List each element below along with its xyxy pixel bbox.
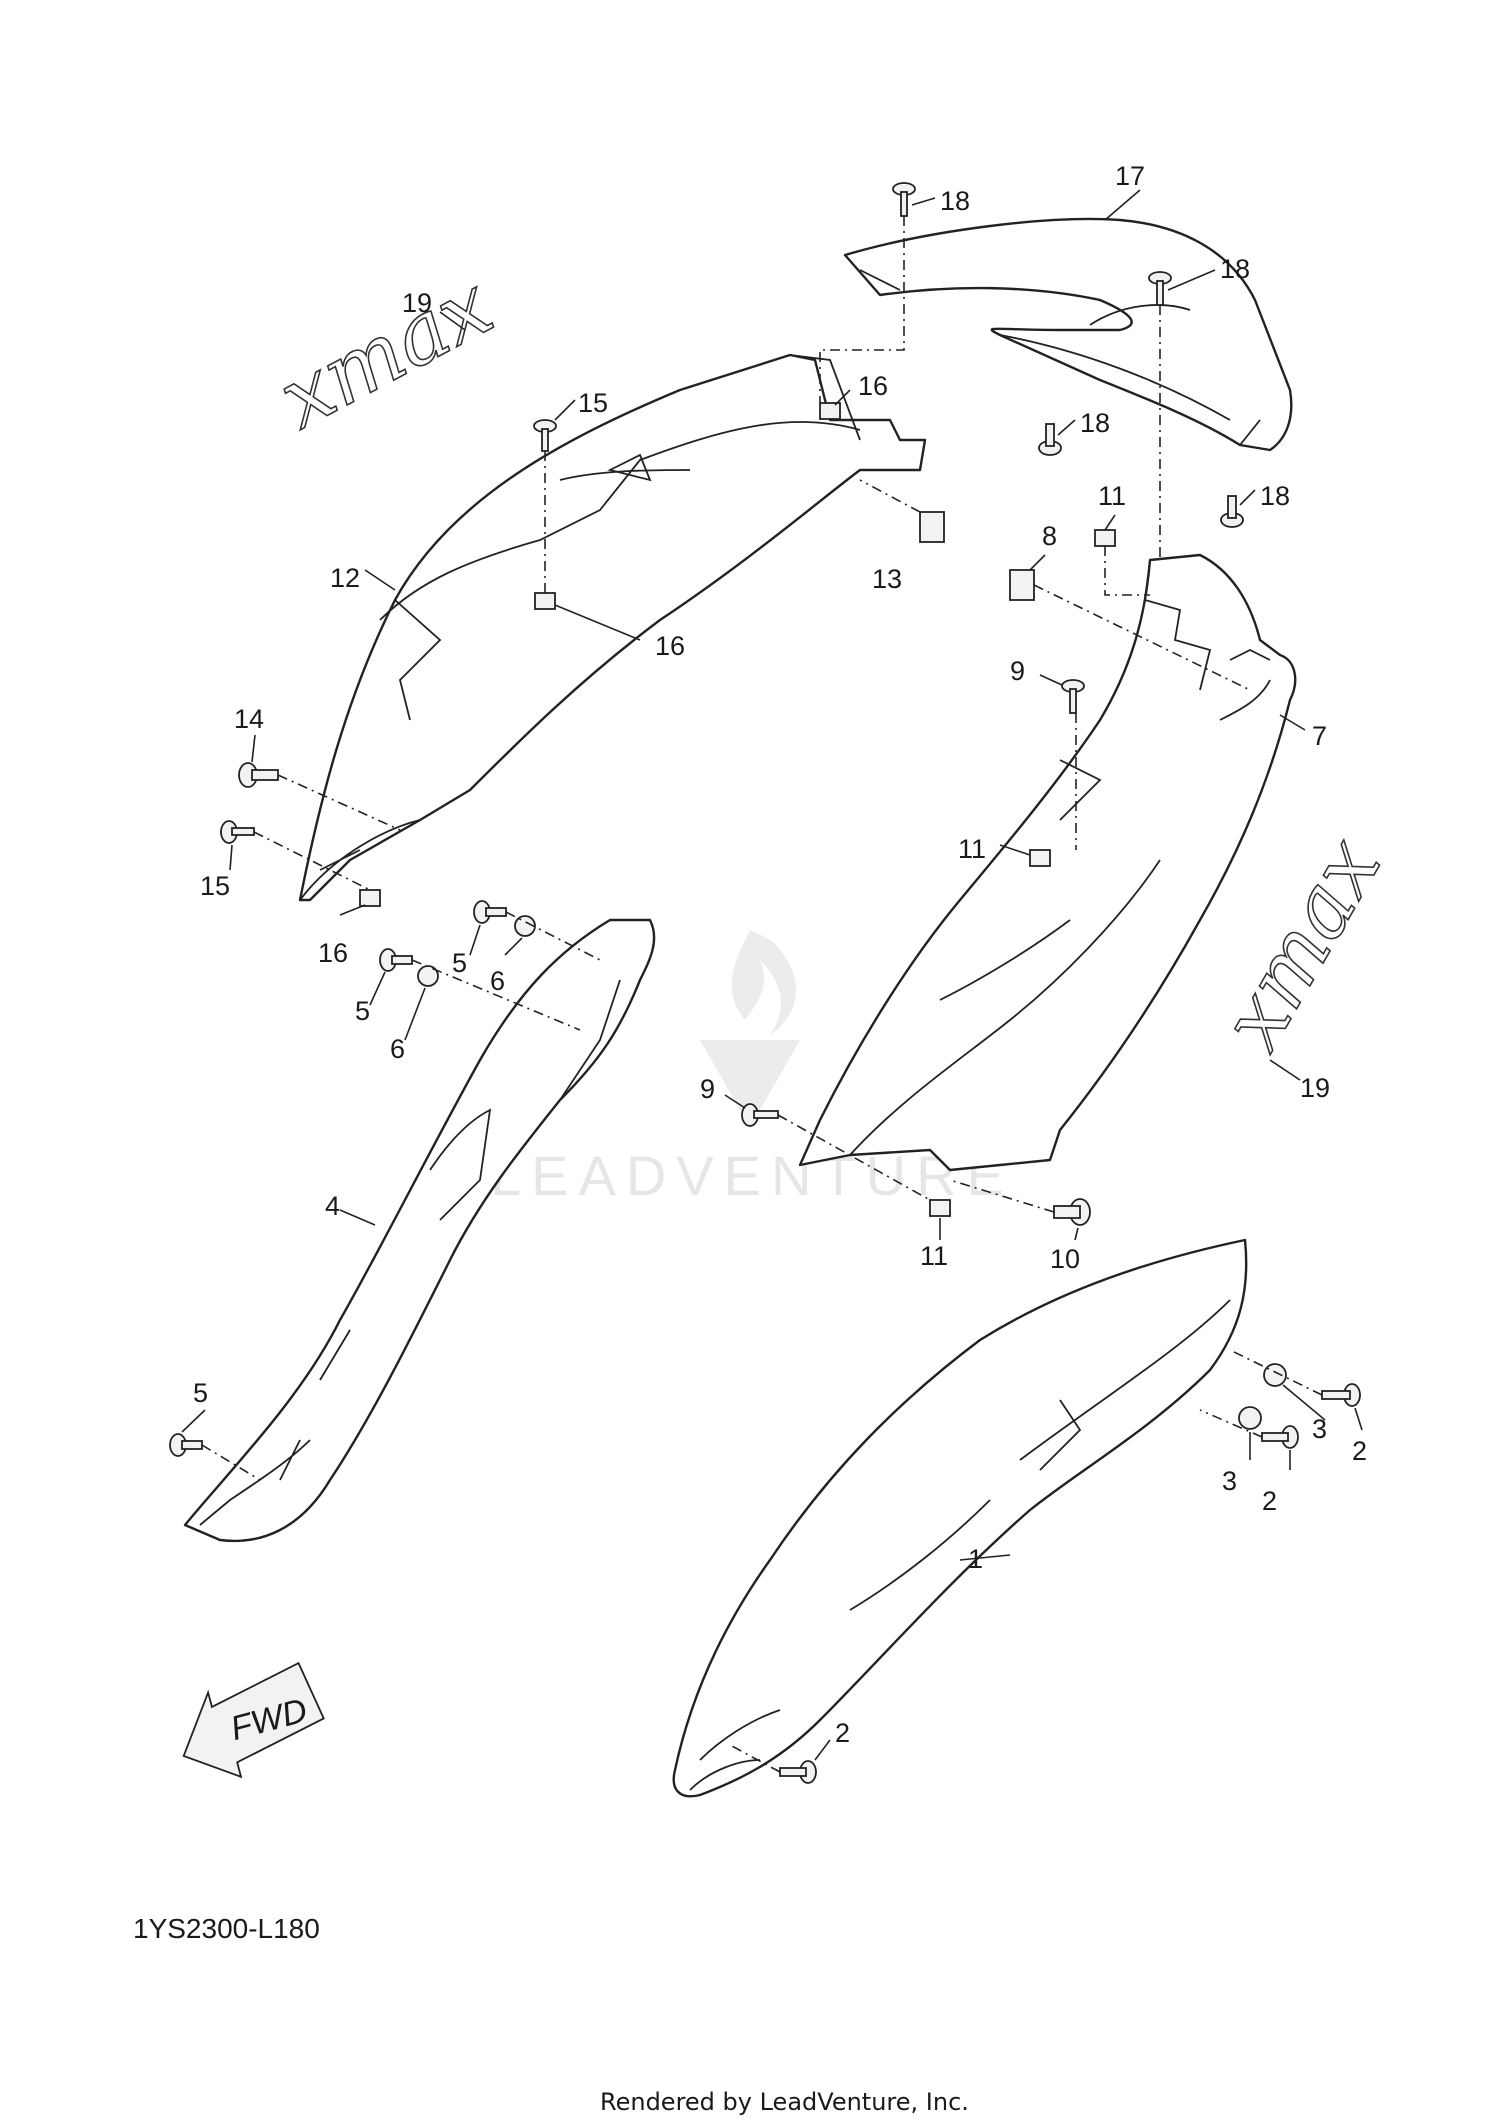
nut-11-bottom[interactable] xyxy=(929,1199,951,1217)
washer-3-lower[interactable] xyxy=(1238,1406,1262,1430)
screw-2-upper[interactable] xyxy=(1321,1383,1361,1407)
screw-18-mid-right[interactable] xyxy=(1220,495,1244,528)
callout-7[interactable]: 7 xyxy=(1312,721,1327,751)
callout-16-lower[interactable]: 16 xyxy=(318,938,348,968)
nut-11-middle[interactable] xyxy=(1029,849,1051,867)
callout-11-bottom[interactable]: 11 xyxy=(920,1241,948,1271)
emblem-text-upper: xmax xyxy=(263,256,507,448)
clip-16-top[interactable] xyxy=(819,402,841,420)
callout-5-upper[interactable]: 5 xyxy=(452,948,467,978)
callout-2-bottom[interactable]: 2 xyxy=(835,1718,850,1748)
callout-18-mid-left[interactable]: 18 xyxy=(1080,408,1110,438)
part-17-rear-top-cover[interactable] xyxy=(843,217,1293,452)
clip-16-lower[interactable] xyxy=(359,889,381,907)
watermark-text: LEADVENTURE xyxy=(490,1144,1014,1207)
callout-6-upper[interactable]: 6 xyxy=(490,966,505,996)
screw-9-lower[interactable] xyxy=(741,1103,779,1127)
screw-15-upper[interactable] xyxy=(533,419,557,452)
callout-16-middle[interactable]: 16 xyxy=(655,631,685,661)
assembly-lines xyxy=(201,216,1323,1773)
callout-18-top-left[interactable]: 18 xyxy=(940,186,970,216)
callout-5-middle[interactable]: 5 xyxy=(355,996,370,1026)
callout-4[interactable]: 4 xyxy=(325,1191,340,1221)
screw-2-lower[interactable] xyxy=(1261,1425,1299,1449)
callout-16-top[interactable]: 16 xyxy=(858,371,888,401)
callout-19-lower[interactable]: 19 xyxy=(1300,1073,1330,1103)
clip-16-middle[interactable] xyxy=(534,592,556,610)
callout-11-middle[interactable]: 11 xyxy=(958,834,986,864)
hardware xyxy=(169,182,1361,1784)
watermark-flame-icon xyxy=(731,930,797,1035)
screw-18-top-right[interactable] xyxy=(1148,271,1172,306)
callout-18-top-right[interactable]: 18 xyxy=(1220,254,1250,284)
leader-lines xyxy=(181,189,1363,1761)
washer-6-middle[interactable] xyxy=(417,965,439,987)
watermark-v-icon xyxy=(700,1040,800,1110)
callout-19-upper[interactable]: 19 xyxy=(402,288,432,318)
callout-13[interactable]: 13 xyxy=(872,564,902,594)
callout-6-middle[interactable]: 6 xyxy=(390,1034,405,1064)
render-credit: Rendered by LeadVenture, Inc. xyxy=(600,2088,969,2116)
screw-9-upper[interactable] xyxy=(1061,679,1085,714)
screw-18-top-left[interactable] xyxy=(892,182,916,217)
callout-2-lower[interactable]: 2 xyxy=(1262,1486,1277,1516)
screw-5-lower[interactable] xyxy=(169,1433,203,1457)
screw-5-middle[interactable] xyxy=(379,948,413,972)
part-19-emblem-upper[interactable]: xmax xyxy=(263,255,509,449)
part-12-left-side-cover[interactable] xyxy=(298,353,927,902)
callout-9-upper[interactable]: 9 xyxy=(1010,656,1025,686)
washer-6-upper[interactable] xyxy=(514,915,536,937)
damper-8[interactable] xyxy=(1009,569,1035,601)
washer-3-upper[interactable] xyxy=(1263,1363,1287,1387)
part-4-left-lower-cover[interactable] xyxy=(183,918,656,1543)
screw-18-mid-left[interactable] xyxy=(1038,423,1062,456)
part-1-right-lower-cover[interactable] xyxy=(672,1238,1248,1798)
nut-11-top[interactable] xyxy=(1094,529,1116,547)
damper-13[interactable] xyxy=(919,511,945,543)
screw-2-bottom[interactable] xyxy=(779,1760,817,1784)
callout-10[interactable]: 10 xyxy=(1050,1244,1080,1274)
callout-14[interactable]: 14 xyxy=(234,704,264,734)
screw-5-upper[interactable] xyxy=(473,900,507,924)
diagram-code: 1YS2300-L180 xyxy=(133,1913,320,1944)
bolt-10[interactable] xyxy=(1053,1198,1091,1226)
callout-18-mid-right[interactable]: 18 xyxy=(1260,481,1290,511)
callout-3-upper[interactable]: 3 xyxy=(1312,1414,1327,1444)
callout-12[interactable]: 12 xyxy=(330,563,360,593)
screw-15-lower[interactable] xyxy=(220,820,255,844)
callout-17[interactable]: 17 xyxy=(1115,161,1145,191)
callout-labels: 17 18 18 18 18 19 15 16 12 13 16 11 8 9 … xyxy=(193,161,1367,1748)
callout-3-lower[interactable]: 3 xyxy=(1222,1466,1237,1496)
callout-9-lower[interactable]: 9 xyxy=(700,1074,715,1104)
screw-14[interactable] xyxy=(238,762,279,788)
callout-5-lower[interactable]: 5 xyxy=(193,1378,208,1408)
fwd-arrow-icon xyxy=(182,1661,325,1779)
callout-1[interactable]: 1 xyxy=(968,1544,983,1574)
watermark: LEADVENTURE xyxy=(490,930,1014,1207)
callout-2-upper[interactable]: 2 xyxy=(1352,1436,1367,1466)
fwd-arrow: FWD xyxy=(182,1661,325,1779)
callout-15-upper[interactable]: 15 xyxy=(578,388,608,418)
callout-15-lower[interactable]: 15 xyxy=(200,871,230,901)
callout-11-top[interactable]: 11 xyxy=(1098,481,1126,511)
callout-8[interactable]: 8 xyxy=(1042,521,1057,551)
